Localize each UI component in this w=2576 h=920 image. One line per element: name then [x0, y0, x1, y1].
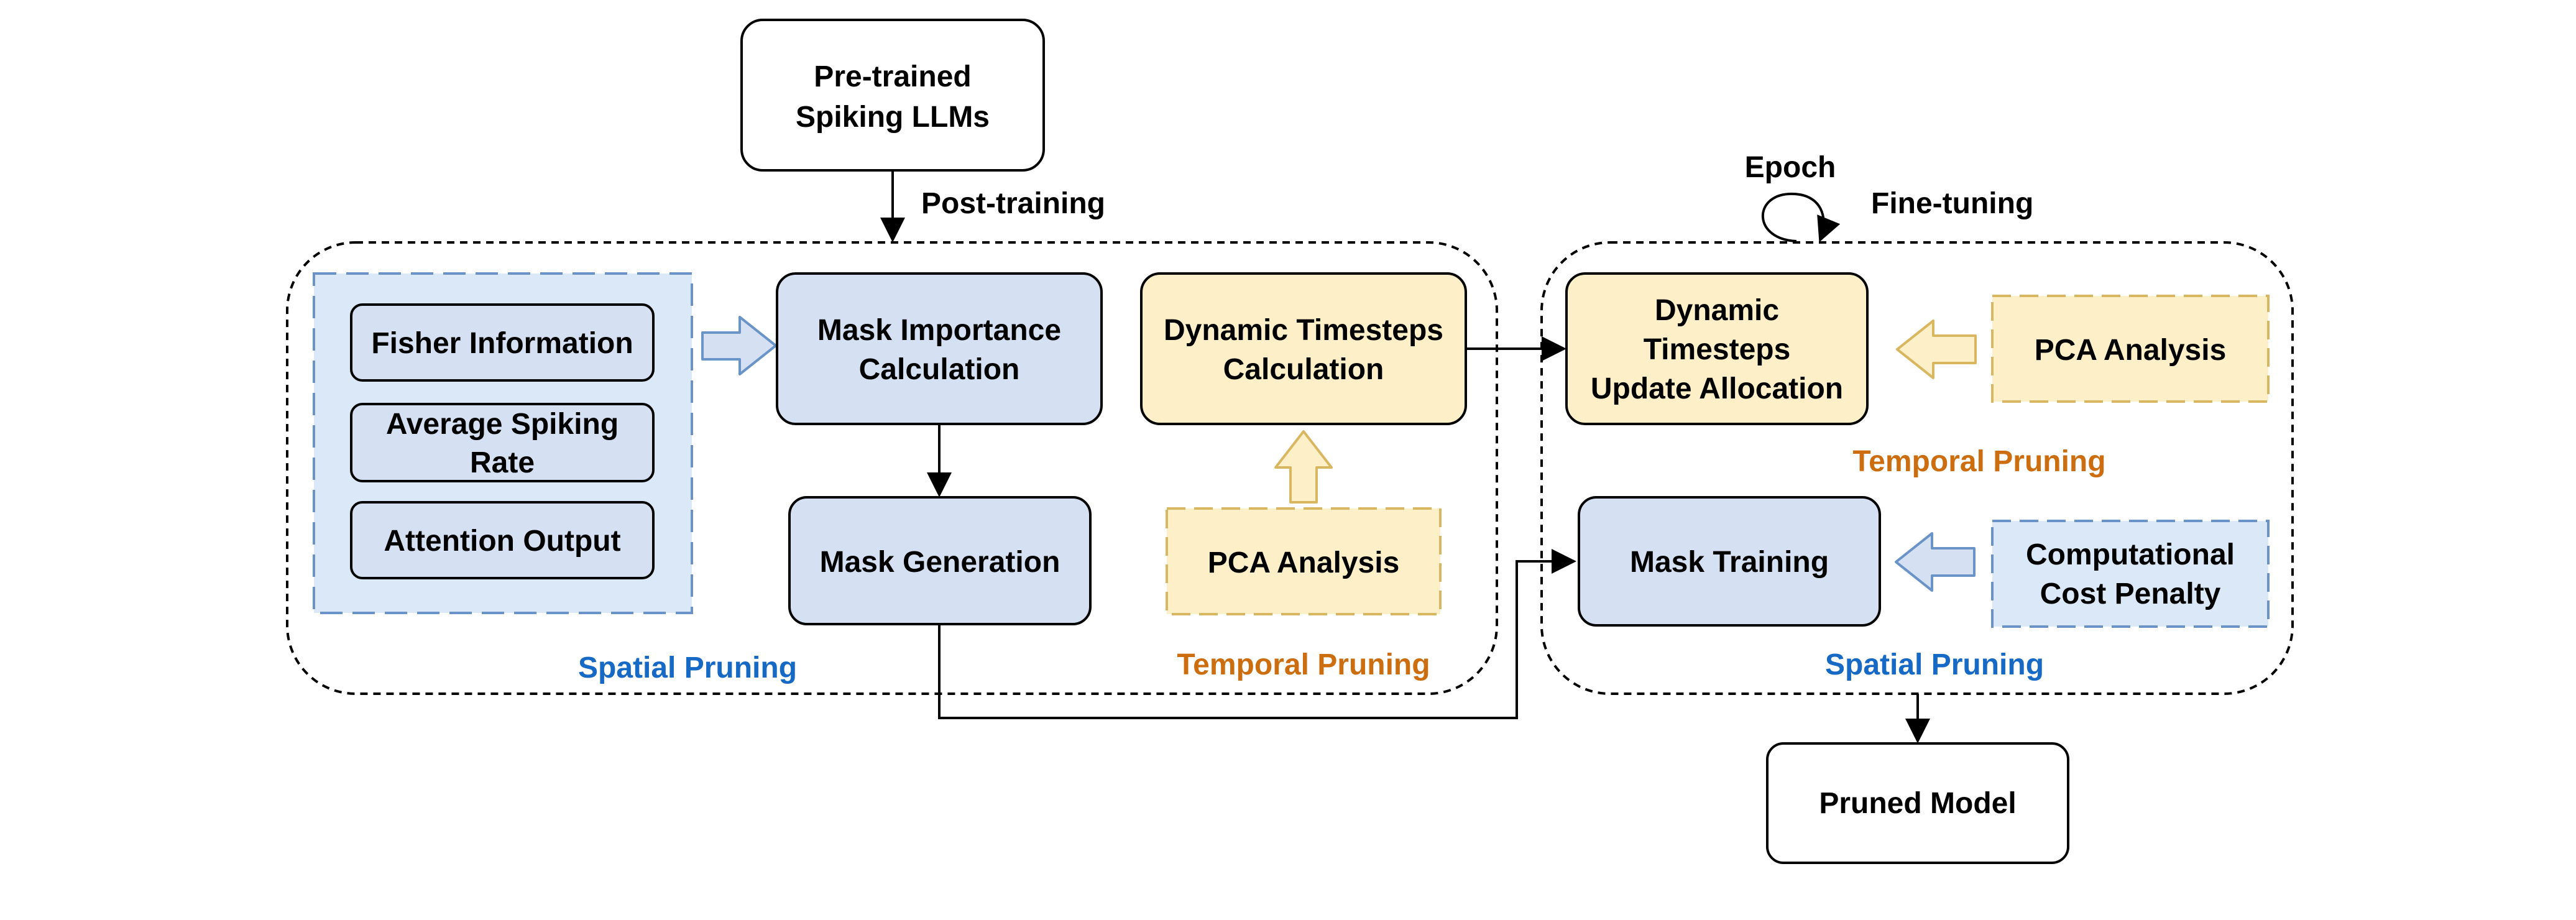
- pca-analysis-post-label: PCA Analysis: [1208, 546, 1400, 579]
- hollow-arrow-pca-to-timesteps: [1274, 430, 1333, 504]
- pca-analysis-node-post: PCA Analysis: [1166, 507, 1442, 615]
- pretrained-line2: Spiking LLMs: [796, 101, 990, 134]
- spatial-pruning-label-post: Spatial Pruning: [578, 651, 797, 684]
- cost-penalty-line2: Cost Penalty: [2040, 577, 2221, 610]
- dynamic-timesteps-calculation-node: Dynamic Timesteps Calculation: [1140, 272, 1467, 425]
- pretrained-line1: Pre-trained: [814, 60, 971, 93]
- dynamic-timesteps-line2: Calculation: [1223, 353, 1384, 386]
- epoch-label: Epoch: [1745, 151, 1836, 184]
- fisher-information-label: Fisher Information: [371, 327, 633, 360]
- average-spiking-label-line1: Average Spiking: [386, 408, 619, 441]
- mask-training-node: Mask Training: [1578, 496, 1881, 627]
- fisher-information-box: Fisher Information: [350, 303, 655, 382]
- update-allocation-line2: Timesteps: [1644, 333, 1791, 366]
- dynamic-timesteps-line1: Dynamic Timesteps: [1164, 314, 1443, 347]
- mask-importance-calculation-node: Mask Importance Calculation: [776, 272, 1103, 425]
- computational-cost-penalty-node: Computational Cost Penalty: [1991, 520, 2270, 628]
- pruned-model-node: Pruned Model: [1766, 742, 2069, 864]
- cost-penalty-line1: Computational: [2026, 538, 2235, 571]
- dynamic-timesteps-update-allocation-node: Dynamic Timesteps Update Allocation: [1565, 272, 1869, 425]
- temporal-pruning-label-fine: Temporal Pruning: [1852, 445, 2105, 478]
- pca-analysis-node-fine: PCA Analysis: [1991, 295, 2270, 403]
- epoch-loop-icon: [1761, 192, 1841, 242]
- spatial-inputs-panel: Fisher Information Average Spiking Rate …: [313, 272, 693, 614]
- temporal-pruning-label-post: Temporal Pruning: [1177, 648, 1430, 681]
- pca-analysis-fine-label: PCA Analysis: [2035, 334, 2227, 367]
- mask-importance-line2: Calculation: [859, 353, 1020, 386]
- update-allocation-line1: Dynamic: [1655, 294, 1779, 327]
- attention-output-label: Attention Output: [384, 525, 620, 558]
- post-training-region: [286, 241, 1498, 695]
- mask-generation-label: Mask Generation: [820, 546, 1060, 579]
- arrow-generation-to-training: [938, 549, 1576, 719]
- pretrained-spiking-llms-node: Pre-trained Spiking LLMs: [740, 19, 1045, 172]
- pruned-model-label: Pruned Model: [1819, 787, 2016, 820]
- attention-output-box: Attention Output: [350, 501, 655, 579]
- spatial-pruning-label-fine: Spatial Pruning: [1825, 648, 2044, 681]
- mask-generation-node: Mask Generation: [788, 496, 1092, 625]
- average-spiking-rate-box: Average Spiking Rate: [350, 403, 655, 482]
- fine-tuning-label: Fine-tuning: [1871, 187, 2033, 220]
- hollow-arrow-pca-to-update: [1896, 320, 1977, 379]
- post-training-label: Post-training: [921, 187, 1105, 220]
- mask-training-label: Mask Training: [1630, 546, 1829, 579]
- update-allocation-line3: Update Allocation: [1591, 372, 1843, 405]
- hollow-arrow-penalty-to-training: [1895, 532, 1976, 592]
- mask-importance-line1: Mask Importance: [817, 314, 1061, 347]
- average-spiking-label-line2: Rate: [470, 446, 535, 479]
- hollow-arrow-inputs-to-importance: [701, 316, 777, 375]
